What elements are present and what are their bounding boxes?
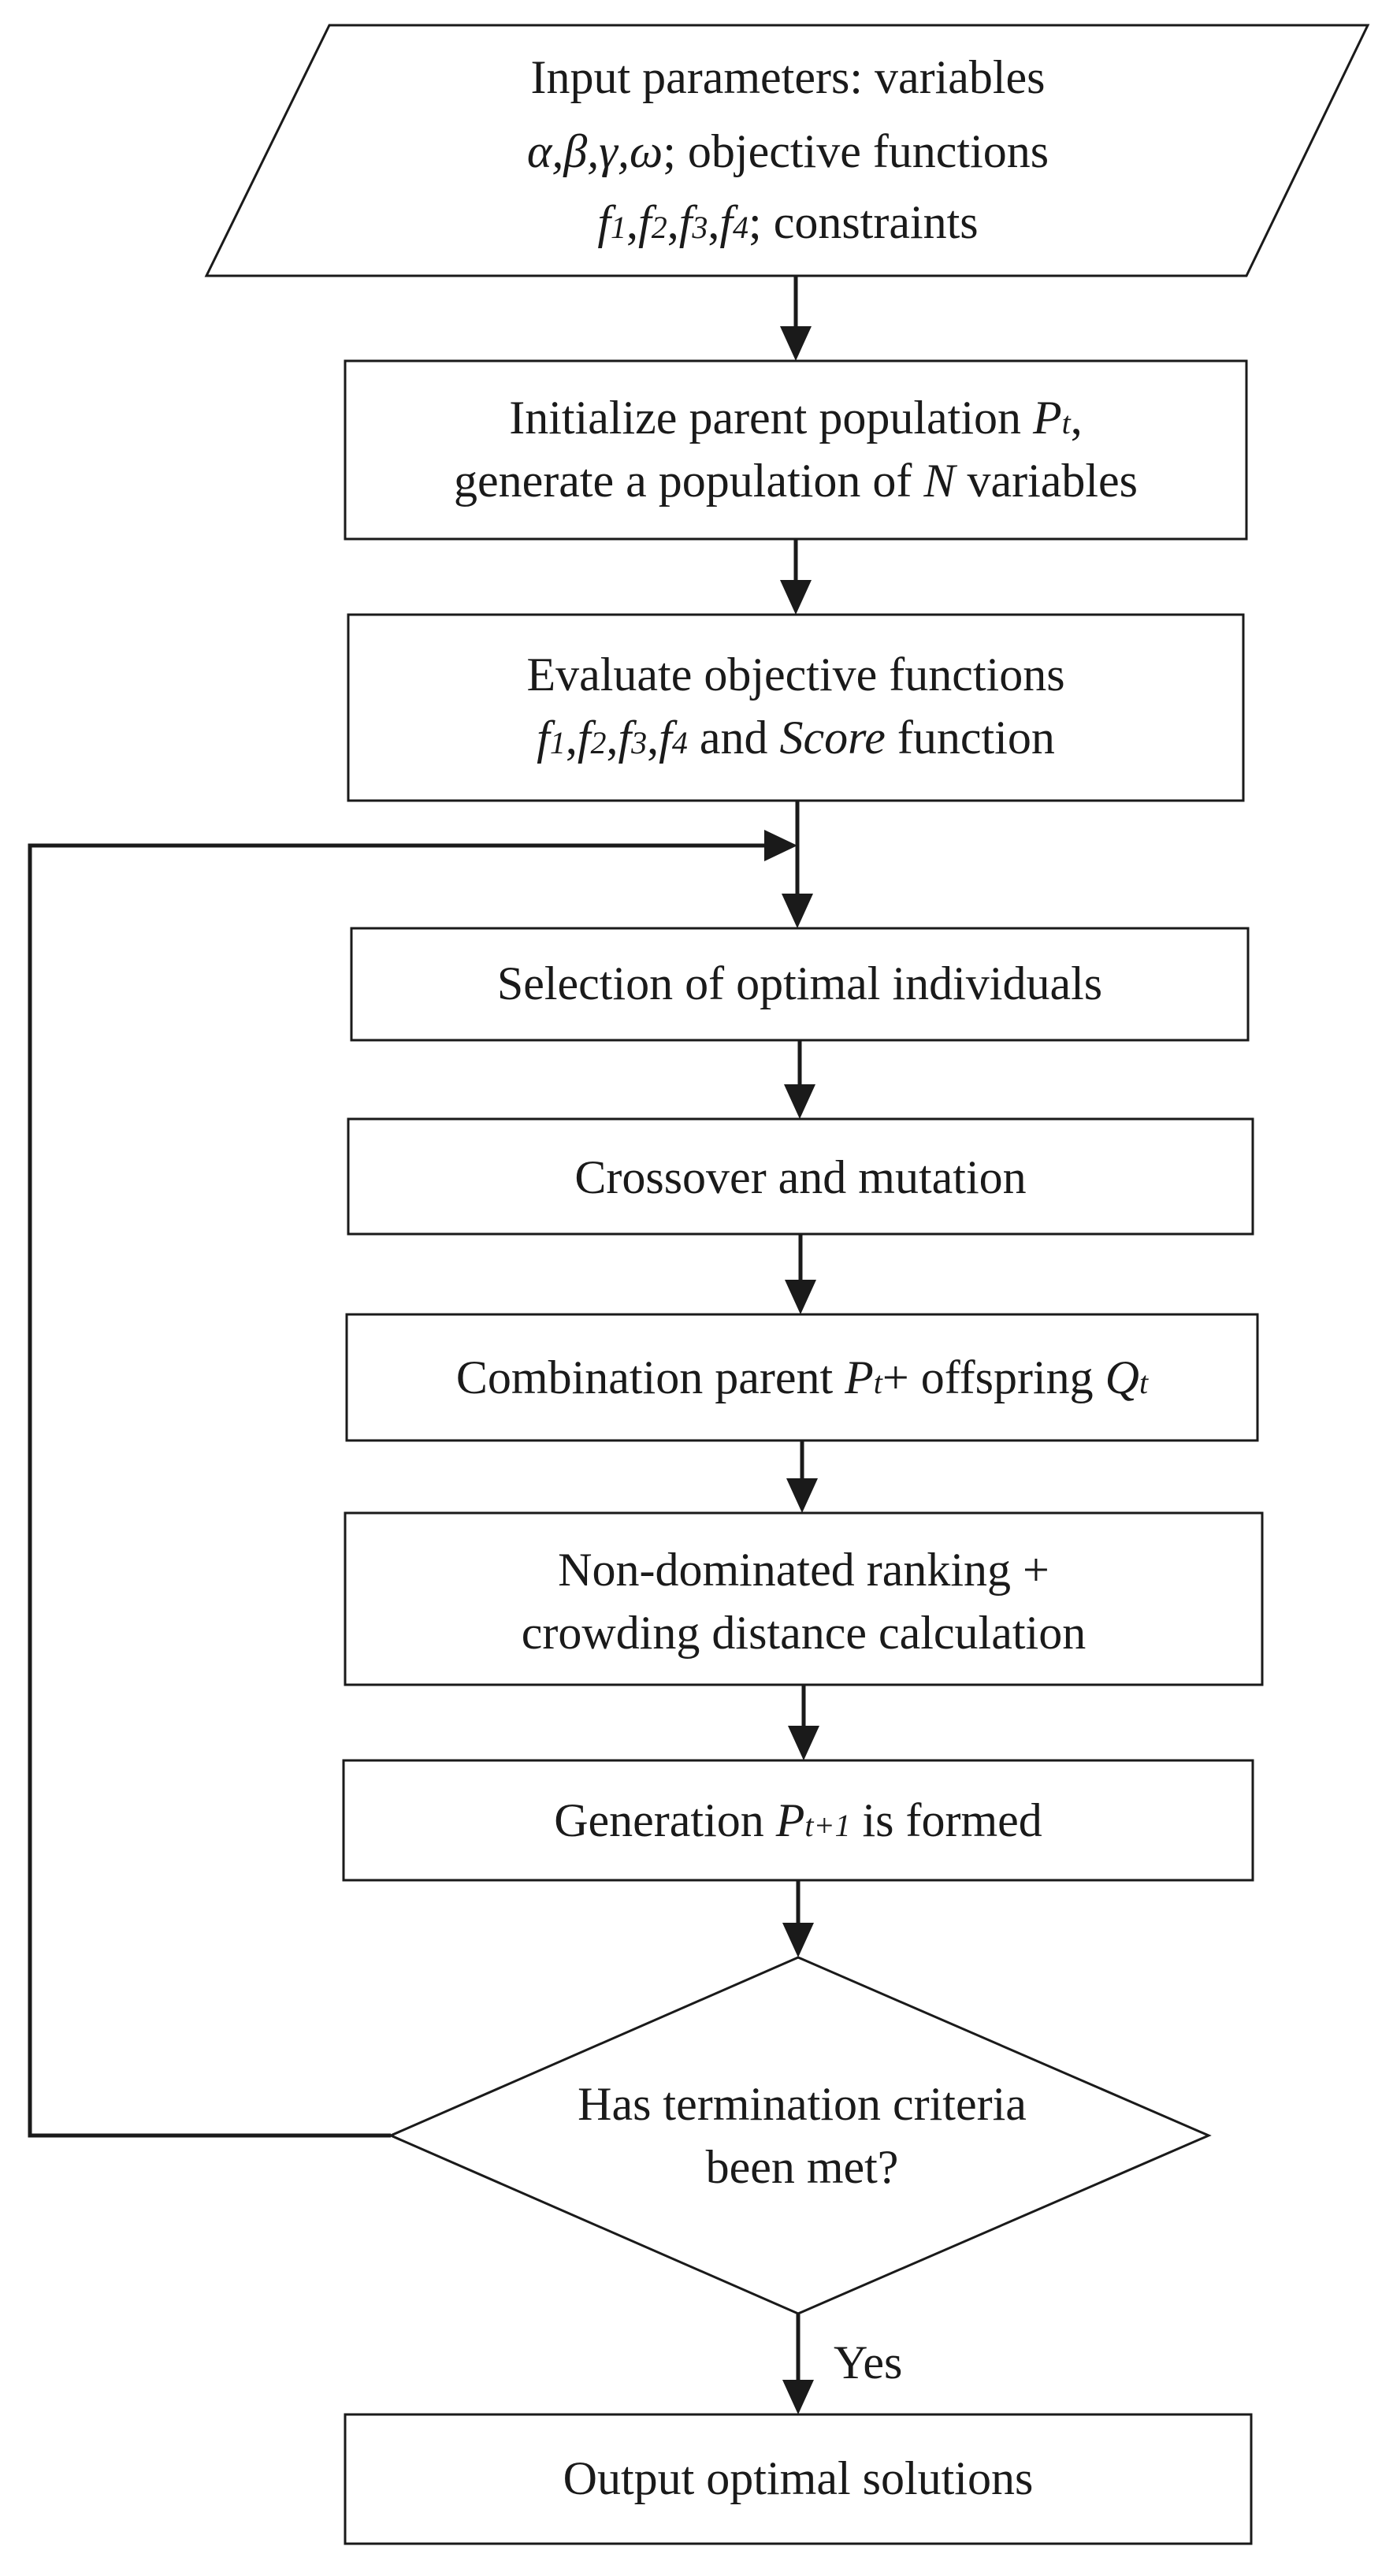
- selection-node: Selection of optimal individuals: [350, 927, 1250, 1042]
- initialize-line-2: generate a population of N variables: [454, 455, 1138, 507]
- arrow-input-to-initialize: [780, 276, 812, 361]
- combination-node: Combination parent Pt+ offspring Qt: [345, 1313, 1259, 1442]
- ranking-node: Non-dominated ranking + crowding distanc…: [344, 1511, 1264, 1686]
- arrow-selection-to-crossover: [784, 1040, 815, 1119]
- termination-decision-node: Has termination criteria been met?: [388, 1956, 1212, 2315]
- input-parameters-node: Input parameters: variables α,β,γ,ω; obj…: [204, 24, 1370, 277]
- initialize-line-1: Initialize parent population Pt,: [509, 392, 1083, 444]
- ranking-line-1: Non-dominated ranking +: [558, 1544, 1049, 1596]
- input-line-1: Input parameters: variables: [530, 51, 1045, 103]
- arrow-crossover-to-combination: [785, 1234, 816, 1314]
- arrow-combination-to-ranking: [786, 1440, 818, 1513]
- combination-label: Combination parent Pt+ offspring Qt: [456, 1351, 1149, 1403]
- input-line-2: α,β,γ,ω; objective functions: [527, 125, 1049, 177]
- evaluate-line-1: Evaluate objective functions: [526, 649, 1064, 701]
- decision-line-2: been met?: [706, 2141, 899, 2193]
- arrow-generation-to-decision: [782, 1880, 814, 1957]
- arrow-initialize-to-evaluate: [780, 539, 812, 615]
- crossover-mutation-node: Crossover and mutation: [347, 1117, 1254, 1236]
- generation-label: Generation Pt+1 is formed: [554, 1794, 1042, 1846]
- generation-node: Generation Pt+1 is formed: [342, 1759, 1254, 1882]
- selection-label: Selection of optimal individuals: [497, 957, 1102, 1009]
- arrow-evaluate-to-selection: [782, 801, 813, 928]
- crossover-label: Crossover and mutation: [574, 1151, 1026, 1203]
- loop-back-arrow: [28, 830, 797, 2138]
- arrow-decision-to-output: Yes: [782, 2314, 902, 2414]
- ranking-line-2: crowding distance calculation: [522, 1607, 1086, 1659]
- evaluate-objectives-node: Evaluate objective functions f1,f2,f3,f4…: [347, 613, 1245, 802]
- output-label: Output optimal solutions: [563, 2452, 1034, 2504]
- output-solutions-node: Output optimal solutions: [344, 2413, 1253, 2545]
- decision-line-1: Has termination criteria: [578, 2078, 1027, 2130]
- arrow-ranking-to-generation: [788, 1685, 819, 1760]
- yes-label: Yes: [834, 2336, 902, 2388]
- initialize-population-node: Initialize parent population Pt, generat…: [344, 359, 1248, 541]
- evaluate-line-2: f1,f2,f3,f4 and Score function: [537, 712, 1055, 764]
